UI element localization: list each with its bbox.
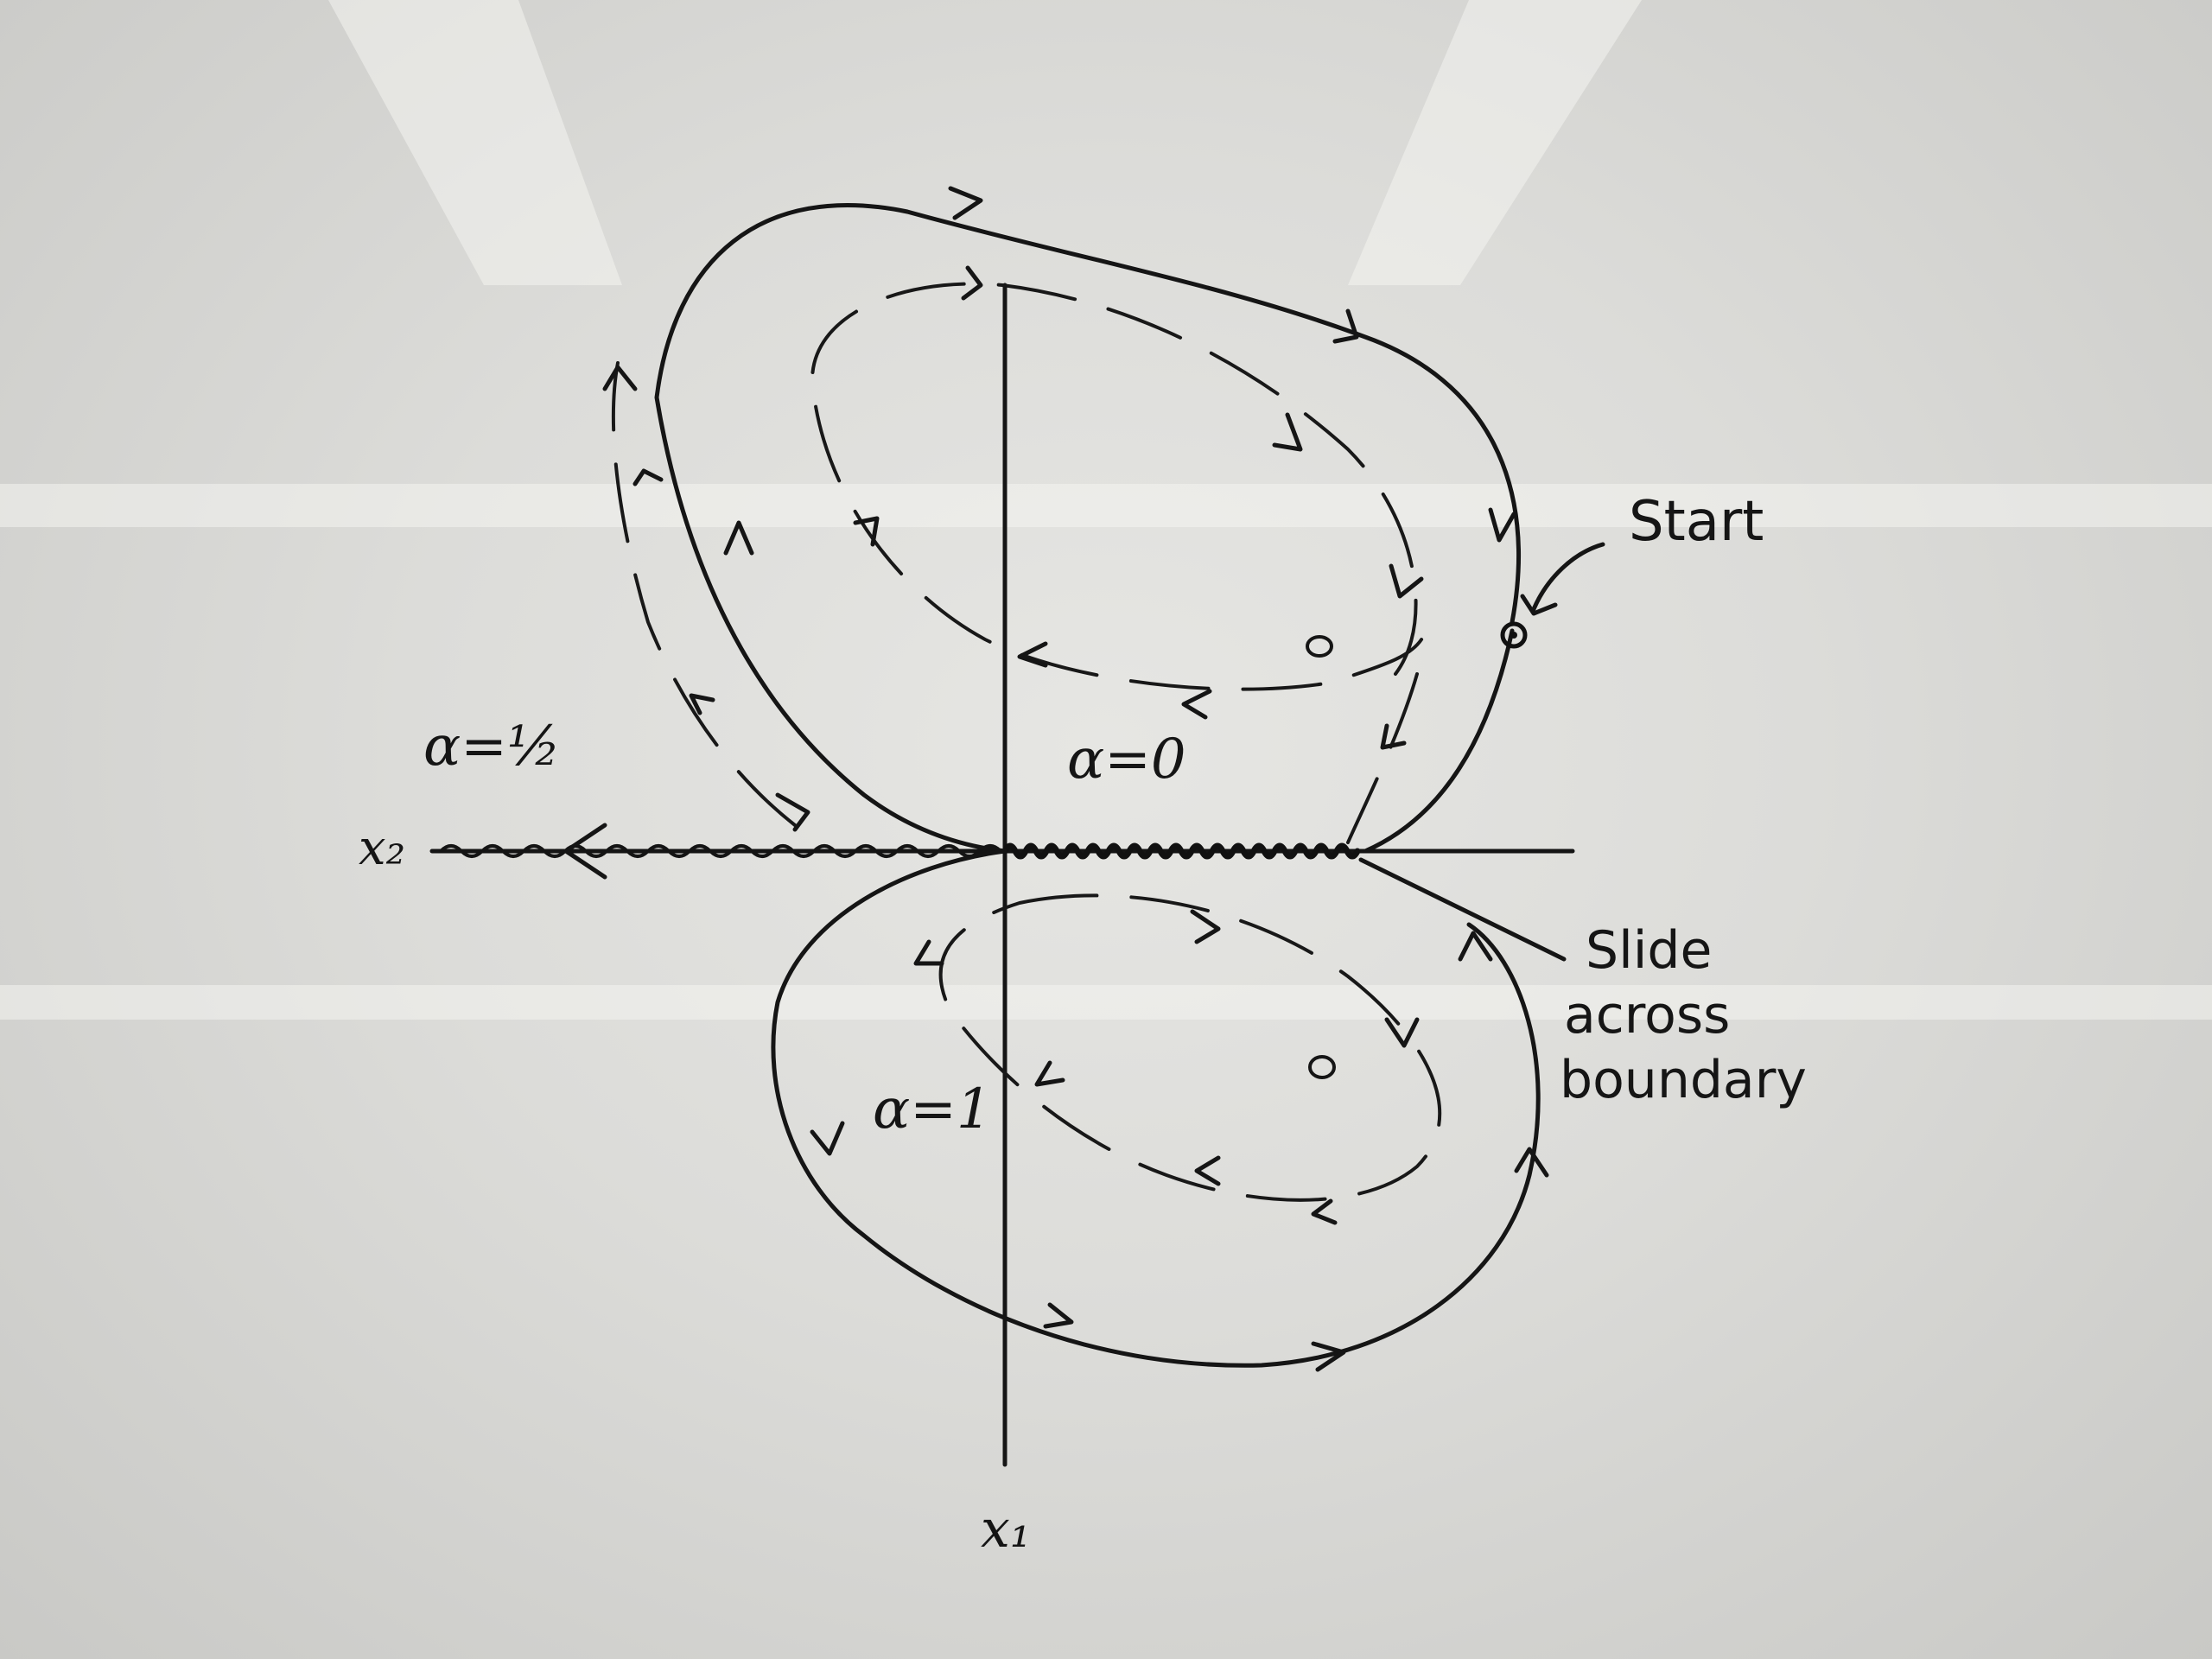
- lower-outer-arrow-3: [1311, 1341, 1346, 1372]
- upper-inner-trajectory: [810, 282, 1427, 691]
- lower-inner-arrow-5: [1034, 1060, 1065, 1087]
- left-arrow-on-axis: [563, 823, 607, 880]
- lower-outer-arrow-1: [810, 1121, 845, 1156]
- start-point: [1500, 621, 1528, 649]
- upper-outer-arrow-1: [948, 186, 983, 220]
- lower-outer-arrow-4: [1514, 1147, 1549, 1178]
- upper-outer-arrow-4: [723, 520, 754, 556]
- upper-inner-arrow-2: [1272, 412, 1303, 452]
- left-dashed-arrow-2: [632, 468, 664, 486]
- upper-inner-arrow-3: [1389, 563, 1424, 599]
- sliding-boundary-right: [1001, 842, 1361, 860]
- upper-descending-trajectory: [1346, 672, 1419, 844]
- start-pointer: [1520, 542, 1605, 616]
- lower-outer-arrow-5: [1458, 931, 1493, 962]
- label-slide-line3: boundary: [1560, 1050, 1807, 1110]
- upper-descending-arrow: [1380, 723, 1407, 750]
- label-start: Start: [1629, 490, 1764, 554]
- light-reflections: [0, 0, 2212, 1020]
- upper-inner-arrow-6: [853, 516, 880, 547]
- label-x2-axis: x₂: [359, 820, 405, 876]
- label-slide-line2: across: [1564, 985, 1730, 1046]
- upper-outer-arrow-2: [1332, 308, 1359, 344]
- upper-inner-arrow-1: [961, 265, 983, 301]
- lower-inner-trajectory: [938, 893, 1442, 1202]
- upper-inner-arrow-5: [1017, 641, 1048, 668]
- left-dashed-arrow-4: [775, 792, 810, 832]
- sliding-boundary-left: [439, 844, 1002, 858]
- slide-pointer-line: [1358, 857, 1567, 962]
- lower-inner-arrow-1: [1190, 909, 1221, 944]
- upper-outer-arrow-3: [1488, 507, 1516, 543]
- label-alpha-half: α=½: [423, 715, 561, 779]
- lower-inner-arrow-6: [913, 939, 944, 966]
- lower-outer-trajectory: [771, 849, 1541, 1368]
- label-x1-axis: x₁: [981, 1499, 1031, 1560]
- label-slide-line1: Slide: [1586, 920, 1712, 981]
- lower-outer-arrow-2: [1043, 1302, 1074, 1329]
- upper-inner-arrow-4: [1181, 689, 1212, 720]
- lower-inner-arrow-2: [1384, 1017, 1420, 1048]
- left-dashed-arrow-1: [602, 365, 638, 391]
- left-dashed-trajectory: [611, 361, 797, 827]
- lower-equilibrium-point: [1308, 1055, 1336, 1079]
- left-dashed-arrow-3: [689, 693, 715, 715]
- start-point-center: [1510, 632, 1517, 639]
- lower-inner-arrow-4: [1194, 1155, 1221, 1186]
- upper-equilibrium-point: [1306, 635, 1333, 658]
- upper-outer-trajectory: [654, 203, 1521, 854]
- label-alpha-zero: α=0: [1067, 728, 1186, 791]
- lower-inner-arrow-3: [1311, 1198, 1338, 1225]
- label-alpha-one: α=1: [873, 1077, 992, 1141]
